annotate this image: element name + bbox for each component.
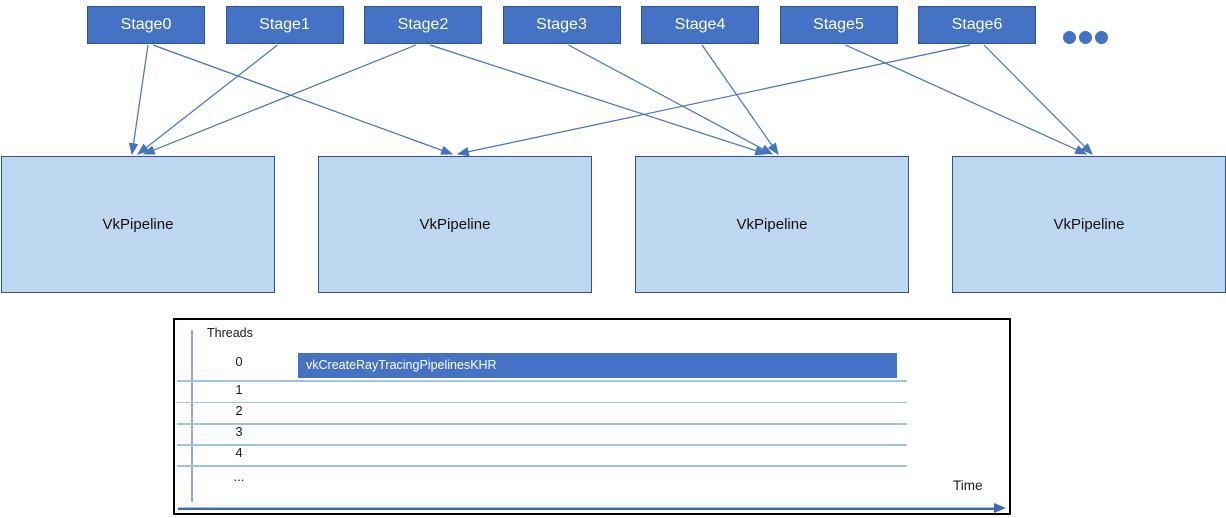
thread-row-separator xyxy=(177,401,907,403)
time-axis-arrowhead-icon xyxy=(994,503,1006,513)
pipeline-box-1: VkPipeline xyxy=(318,156,592,293)
thread-row-label-3: 3 xyxy=(235,424,243,439)
thread-row-label-4: 4 xyxy=(235,445,243,460)
stage-box-2: Stage2 xyxy=(364,6,482,44)
arrow-stage1-to-pipeline0 xyxy=(137,44,278,155)
thread-row-separator xyxy=(177,465,907,467)
pipeline-box-0: VkPipeline xyxy=(1,156,275,293)
thread-row-separator xyxy=(177,444,907,446)
pipeline-box-2: VkPipeline xyxy=(635,156,909,293)
ellipsis-dot xyxy=(1095,31,1108,44)
stage-box-0: Stage0 xyxy=(87,6,205,44)
arrow-stage4-to-pipeline2 xyxy=(701,44,779,155)
arrow-stage2-to-pipeline2 xyxy=(429,44,768,156)
thread-row-label-1: 1 xyxy=(235,382,243,397)
thread-row-separator xyxy=(177,423,907,425)
thread-row-label-0: 0 xyxy=(235,354,243,369)
arrow-stage5-to-pipeline3 xyxy=(845,44,1088,155)
stage-box-5: Stage5 xyxy=(779,6,898,44)
ellipsis-dot xyxy=(1079,31,1092,44)
thread-row-label-...: ... xyxy=(233,469,245,484)
threads-axis-line xyxy=(191,330,193,502)
stage-box-3: Stage3 xyxy=(502,6,621,44)
pipeline-box-3: VkPipeline xyxy=(952,156,1226,293)
stage-box-4: Stage4 xyxy=(641,6,759,44)
time-axis-label: Time xyxy=(953,478,983,493)
thread-row-label-2: 2 xyxy=(235,403,243,418)
stage-box-6: Stage6 xyxy=(918,6,1036,44)
threads-axis-title: Threads xyxy=(207,326,253,340)
stage-box-1: Stage1 xyxy=(225,6,344,44)
timeline-bar: vkCreateRayTracingPipelinesKHR xyxy=(298,353,897,378)
time-axis-arrow xyxy=(178,506,998,510)
arrow-stage0-to-pipeline0 xyxy=(128,44,149,156)
arrow-stage6-to-pipeline3 xyxy=(983,44,1093,155)
thread-row-separator xyxy=(177,380,907,382)
arrow-stage6-to-pipeline1 xyxy=(456,44,971,157)
timeline-bar-label: vkCreateRayTracingPipelinesKHR xyxy=(306,358,497,372)
arrow-stage0-to-pipeline1 xyxy=(152,44,454,155)
ellipsis-dot xyxy=(1063,31,1076,44)
arrow-stage2-to-pipeline0 xyxy=(142,44,417,155)
timeline-chart: Threads 0 1 2 3 4... vkCreateRayTracingPipel… xyxy=(173,318,1011,515)
arrow-stage3-to-pipeline2 xyxy=(568,44,774,155)
